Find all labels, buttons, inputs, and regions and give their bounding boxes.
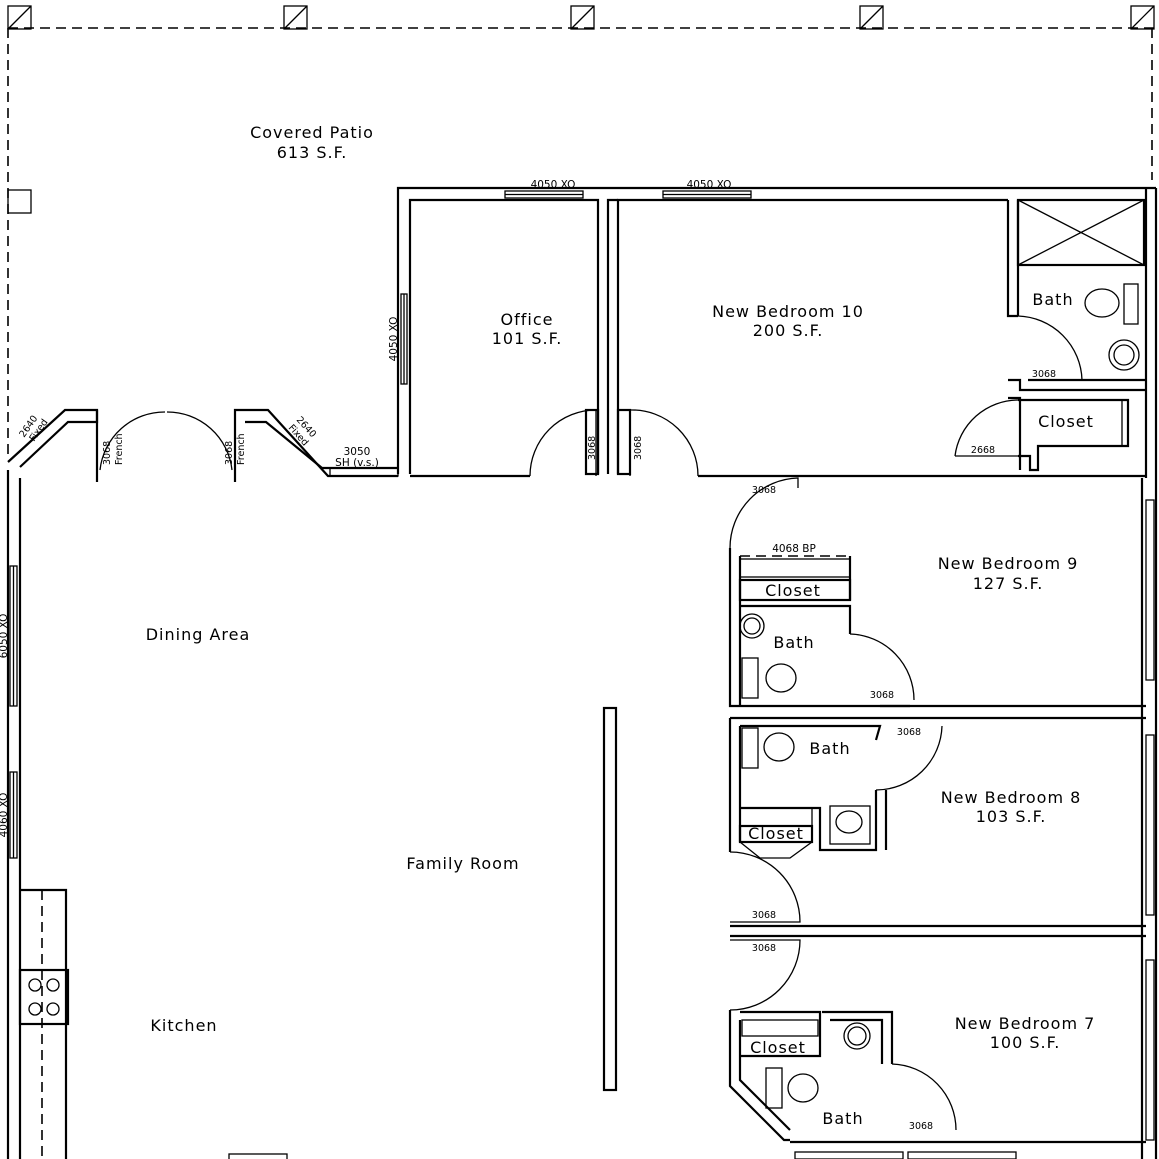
range-burners: [28, 978, 60, 1016]
patio-area: 613 S.F.: [277, 143, 348, 162]
bed9-bath-label: Bath: [773, 633, 814, 652]
office-door-tag: 3068: [587, 436, 598, 460]
interior-doors: [529, 408, 699, 477]
patio-post: [283, 5, 308, 30]
window-tags: 4050 XO 4050 XO 4050 XO 3050 SH (v.s.) 2…: [0, 179, 816, 837]
kitchen-counter: [18, 888, 288, 1159]
bedroom10-area: 200 S.F.: [753, 321, 824, 340]
sh-window-tag-top: 3050: [344, 446, 371, 458]
bed9-door-tag: 3068: [752, 485, 776, 496]
bed10-closet-label: Closet: [1038, 412, 1094, 431]
bed7-door-tag: 3068: [752, 943, 776, 954]
bed8-bath-label: Bath: [809, 739, 850, 758]
bedroom7-area: 100 S.F.: [990, 1033, 1061, 1052]
bed7-block: [728, 939, 1146, 1159]
french-left-type: French: [114, 433, 125, 465]
bedroom8-name: New Bedroom 8: [941, 788, 1082, 807]
french-right-type: French: [236, 433, 247, 465]
bed7-closet-label: Closet: [750, 1038, 806, 1057]
bed9-block: [728, 477, 1146, 720]
bed10-top-window-tag: 4050 XO: [687, 179, 732, 191]
dining-window-tag: 6050 XO: [0, 614, 10, 659]
window-kitchen: [9, 771, 18, 859]
window-office-side: [400, 293, 408, 385]
window-sh: [329, 467, 399, 477]
bed10-bath: [954, 198, 1146, 472]
bed7-bath-door-tag: 3068: [909, 1121, 933, 1132]
room-labels: Covered Patio 613 S.F. Office 101 S.F. N…: [146, 123, 1096, 1128]
bedroom8-area: 103 S.F.: [976, 807, 1047, 826]
half-wall: [602, 706, 618, 1092]
bed10-bath-label: Bath: [1032, 290, 1073, 309]
patio-name: Covered Patio: [250, 123, 374, 142]
bed8-closet-label: Closet: [748, 824, 804, 843]
window-bed7-side: [1145, 959, 1155, 1141]
office-area: 101 S.F.: [492, 329, 563, 348]
door-tags: 3068 French 3068 French 3068 3068 3068 2…: [102, 369, 1056, 1132]
patio-post: [570, 5, 595, 30]
kitchen-name: Kitchen: [150, 1016, 217, 1035]
french-doors: [96, 411, 236, 482]
patio-post: [1130, 5, 1155, 30]
window-bed10-top: [662, 190, 752, 199]
bedroom10-name: New Bedroom 10: [712, 302, 864, 321]
dining-name: Dining Area: [146, 625, 251, 644]
sh-window-tag-bottom: SH (v.s.): [335, 457, 379, 469]
exterior-walls: [6, 186, 1158, 1159]
office-side-window-tag: 4050 XO: [388, 317, 400, 362]
bp-closet-tag: 4068 BP: [772, 543, 816, 555]
french-left-size: 3068: [102, 441, 113, 465]
patio-post: [7, 5, 32, 30]
bedroom7-name: New Bedroom 7: [955, 1014, 1096, 1033]
bed8-bath-door-tag: 3068: [897, 727, 921, 738]
bed10-door-tag: 3068: [633, 436, 644, 460]
bed8-block: [728, 718, 1146, 938]
bedroom9-area: 127 S.F.: [973, 574, 1044, 593]
patio-post: [859, 5, 884, 30]
patio-posts: [7, 5, 1155, 214]
bed9-closet-label: Closet: [765, 581, 821, 600]
window-dining: [9, 565, 18, 707]
bed10-closet-door-tag: 2668: [971, 445, 995, 456]
window-bed9-side: [1145, 499, 1155, 681]
family-name: Family Room: [406, 854, 519, 873]
bedroom9-name: New Bedroom 9: [938, 554, 1079, 573]
window-office-top: [504, 190, 584, 199]
french-right-size: 3068: [224, 441, 235, 465]
covered-patio-outline: [7, 27, 1155, 455]
bed9-bath-door-tag: 3068: [870, 690, 894, 701]
bed7-bath-label: Bath: [822, 1109, 863, 1128]
patio-post: [7, 189, 32, 214]
bed8-door-tag: 3068: [752, 910, 776, 921]
bed10-bath-door-tag: 3068: [1032, 369, 1056, 380]
window-bed8-side: [1145, 734, 1155, 916]
kitchen-window-tag: 4060 XO: [0, 793, 10, 838]
office-name: Office: [501, 310, 554, 329]
office-top-window-tag: 4050 XO: [531, 179, 576, 191]
windows: [9, 190, 1155, 1141]
